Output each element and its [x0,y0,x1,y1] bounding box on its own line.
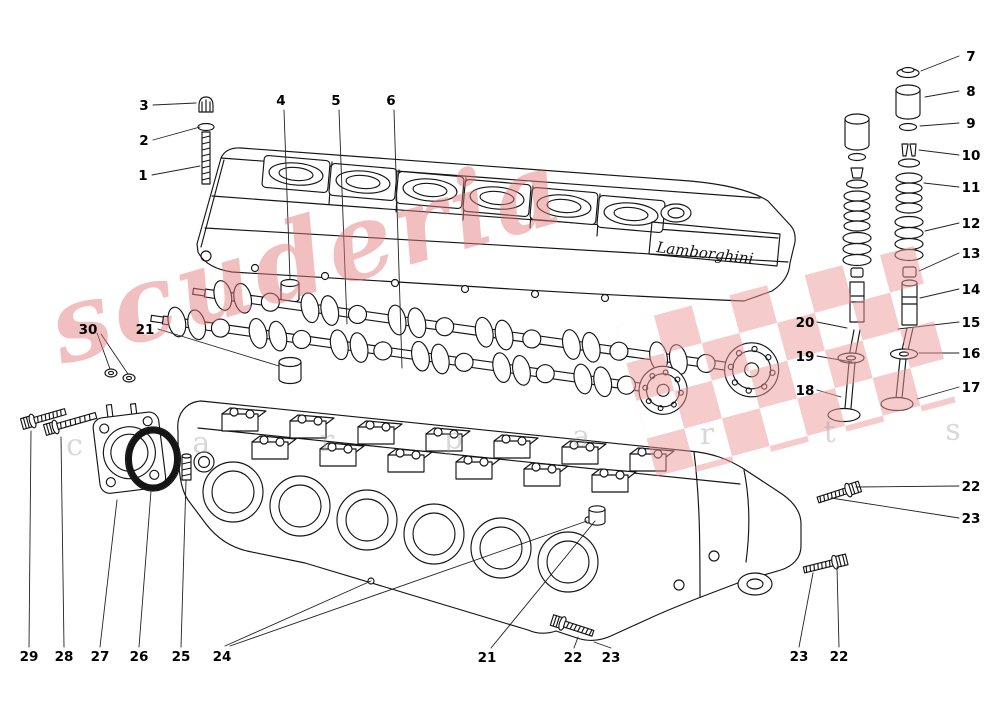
o-ring-item26 [124,426,182,492]
callout-26[interactable]: 26 [129,649,149,665]
callout-13[interactable]: 13 [961,246,981,262]
callout-4[interactable]: 4 [276,93,286,109]
callout-9[interactable]: 9 [966,116,976,132]
callout-15[interactable]: 15 [961,315,981,331]
callout-17[interactable]: 17 [961,380,981,396]
callout-22[interactable]: 22 [563,650,583,666]
bolt-item29 [19,408,67,430]
leader-lines [28,55,960,649]
callout-30[interactable]: 30 [78,322,98,338]
callout-3[interactable]: 3 [139,98,149,114]
callout-16[interactable]: 16 [961,346,981,362]
callout-6[interactable]: 6 [386,93,396,109]
callout-23[interactable]: 23 [601,650,621,666]
dowel-item25 [181,453,192,481]
callout-20[interactable]: 20 [795,315,815,331]
tappet-bucket-item21 [278,356,302,385]
callout-29[interactable]: 29 [19,649,39,665]
callout-23[interactable]: 23 [961,511,981,527]
stud-assembly-items1-3 [197,96,215,185]
bolt-item28 [42,411,98,436]
callout-1[interactable]: 1 [138,168,148,184]
callout-27[interactable]: 27 [90,649,110,665]
callout-2[interactable]: 2 [139,133,149,149]
callout-19[interactable]: 19 [795,349,815,365]
callout-5[interactable]: 5 [331,93,341,109]
callout-11[interactable]: 11 [961,180,981,196]
callout-24[interactable]: 24 [212,649,232,665]
bolt-item22-bottom-center [549,614,595,637]
callout-18[interactable]: 18 [795,383,815,399]
washers-item30 [104,368,136,383]
callout-7[interactable]: 7 [966,49,976,65]
callout-28[interactable]: 28 [54,649,74,665]
callout-14[interactable]: 14 [961,282,981,298]
callout-8[interactable]: 8 [966,84,976,100]
callout-12[interactable]: 12 [961,216,981,232]
callout-22[interactable]: 22 [829,649,849,665]
callout-21[interactable]: 21 [135,322,155,338]
callout-25[interactable]: 25 [171,649,191,665]
callout-21[interactable]: 21 [477,650,497,666]
callout-10[interactable]: 10 [961,148,981,164]
callout-23[interactable]: 23 [789,649,809,665]
bolt-item22-right [816,480,863,504]
callout-22[interactable]: 22 [961,479,981,495]
